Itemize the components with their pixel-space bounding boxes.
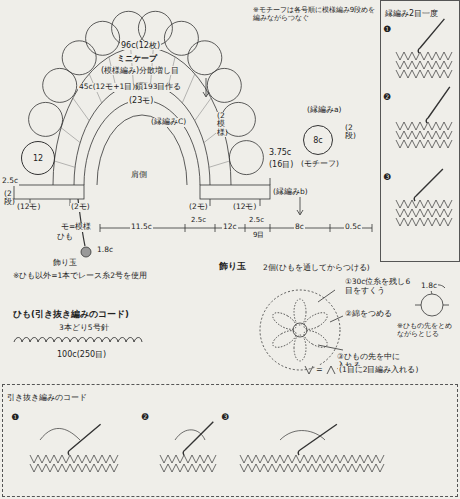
pattern-label: ※ひもの先をとめながらとじる <box>396 322 458 338</box>
pattern-label: ※モチーフは各号順に模様編み9段めを編みながらつなぐ <box>252 6 378 22</box>
pattern-label: 飾り玉 <box>52 258 78 267</box>
pattern-label: 2個(ひもを通してからつける) <box>262 264 371 273</box>
pattern-label: ❸ <box>382 172 392 182</box>
pattern-label: ❷ <box>140 412 150 422</box>
pattern-label: ②綿をつめる <box>344 310 393 319</box>
pattern-label: (2モ) <box>70 203 91 212</box>
pattern-label: 2.5c <box>248 216 265 224</box>
pattern-label: 3本どり5号針 <box>58 324 110 333</box>
pattern-label: ミニケープ <box>116 54 158 63</box>
panel-title: 引き抜き編みのコード <box>3 390 91 405</box>
motif-circle: 12 <box>21 141 55 175</box>
pattern-label: ※ひも以外=1本でレース糸2号を使用 <box>12 272 148 281</box>
pattern-label: モ=模様 <box>60 223 92 232</box>
pattern-label: 96c(12枚) <box>120 41 161 50</box>
vertical-note: (2模様) <box>216 112 226 137</box>
motif-ring <box>29 11 264 174</box>
pattern-label: ❶ <box>10 412 20 422</box>
pattern-label: ひも <box>56 232 74 241</box>
pattern-label: (モチーフ) <box>300 160 340 169</box>
pattern-label: (12モ) <box>16 203 41 212</box>
pattern-label: 2.5c <box>1 177 19 186</box>
pattern-label: 11.5c <box>130 223 153 232</box>
pattern-label: (16目) <box>268 160 294 169</box>
motif-number: 12 <box>33 154 43 163</box>
pattern-label: (縁編みa) <box>306 106 342 115</box>
pattern-label: (縁編みb) <box>272 188 309 197</box>
pattern-label: 3.75c <box>268 148 292 157</box>
pattern-label: ❶ <box>382 24 392 34</box>
pattern-label: (23モ) <box>128 96 154 105</box>
pattern-label: 9目 <box>252 231 265 239</box>
slip-cord <box>14 338 142 343</box>
pattern-label: ❷ <box>382 92 392 102</box>
technique-panel: 縁編み2目一度 <box>380 0 460 262</box>
vertical-note: (2段) <box>344 124 354 141</box>
pattern-label: (模様編み)分散増し目 <box>100 66 180 75</box>
pattern-label: 1.8c <box>420 282 438 291</box>
pattern-label: 肩側 <box>130 170 148 179</box>
pattern-label: 2.5c <box>190 216 207 224</box>
vertical-note: (2段) <box>3 190 13 207</box>
panel-title: 縁編み2目一度 <box>381 6 442 21</box>
pattern-label: = <box>315 365 324 374</box>
pattern-label: 12c <box>222 223 238 232</box>
motif-number: 8c <box>313 136 323 145</box>
pattern-label: 45c(12モ+1目)鎖193目作る <box>78 83 182 92</box>
pattern-label: 1.8c <box>96 246 114 255</box>
cape-outline <box>14 47 372 257</box>
pattern-label: 8c <box>294 223 305 232</box>
pattern-label: (12モ) <box>232 203 257 212</box>
pattern-label: (1目に2目編み入れる) <box>338 366 419 375</box>
pattern-label: (2モ) <box>188 203 209 212</box>
pattern-label: ひも(引き抜き編みのコード) <box>12 310 130 320</box>
pattern-label: (縁編みC) <box>150 118 187 127</box>
pattern-label: 飾り玉 <box>218 262 247 272</box>
pattern-label: ❸ <box>220 412 230 422</box>
pattern-label: ①30c位糸を残し6目をすくう <box>344 278 418 295</box>
motif-circle: 8c <box>303 125 333 155</box>
pattern-label: 0.5c <box>344 223 362 232</box>
technique-panel: 引き抜き編みのコード <box>2 384 458 497</box>
pattern-label: 100c(250目) <box>56 350 107 359</box>
technique-sketches <box>30 19 452 472</box>
